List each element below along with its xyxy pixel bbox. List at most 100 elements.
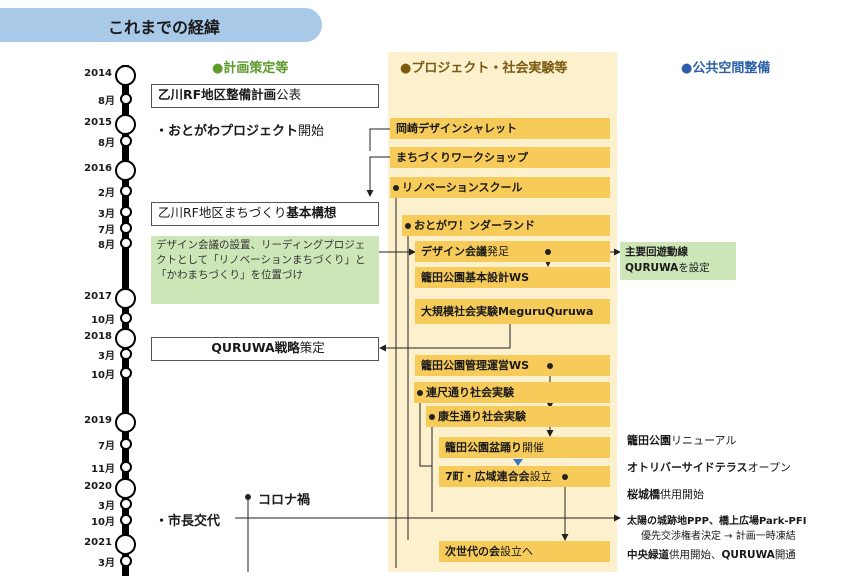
project-hatta-kihon-sekkei: 籠田公園基本設計WS [415,267,610,288]
public-riverside-terrace: オトリバーサイドテラスオープン [627,459,791,475]
plan-kihon-pre: 乙川RF地区まちづくり [158,205,287,220]
project-7machi-rengokai: 7町・広域連合会設立 [439,466,610,487]
nanamachi-rest: 設立 [529,470,552,483]
public-hatta-renewal: 籠田公園リニューアル [627,432,736,448]
ppp-sub: 優先交渉権者決定 → 計画一時凍結 [641,531,796,542]
riverside-rest: オープン [747,461,791,474]
plan-box-seibi-keikaku: 乙川RF地区整備計画公表 [151,84,379,108]
corona-dot [245,494,251,500]
timeline-label-9: 2017 [84,291,112,302]
timeline-label-7: 7月 [98,225,115,236]
route-bold: QURUWA [625,262,679,274]
timeline-marker-18 [119,498,132,510]
renjaku-dot [417,390,423,396]
project-jisedai-no-kai: 次世代の会設立へ [439,541,610,562]
ppp-bold: 太陽の城跡地PPP、橋上広場Park-PFI [627,516,807,527]
wonderland-dot [405,223,411,229]
plan-mayor-change: ・市長交代 [155,514,221,529]
renovation-dot [393,185,399,191]
public-ppp-parkpfi: 太陽の城跡地PPP、橋上広場Park-PFI 優先交渉権者決定 → 計画一時凍結 [627,512,806,542]
sakurashiro-bold: 桜城橋 [627,488,660,501]
hatta-renewal-bold: 籠田公園 [627,434,671,447]
route-line1: 主要回遊動線 [625,246,688,258]
project-kosei-dori: 康生通り社会実験 [426,406,610,427]
jisedai-rest: 設立へ [500,545,533,558]
project-meguru-quruwa: 大規模社会実験MeguruQuruwa [415,299,610,324]
timeline-marker-9 [115,287,136,309]
timeline-label-21: 3月 [98,558,115,569]
chuo-rest: 開通 [774,549,796,561]
public-sakurashiro-bridge: 桜城橋供用開始 [627,486,704,502]
design-kaigi-rest: 発足 [487,245,509,258]
hatta-renewal-rest: リニューアル [671,434,737,447]
timeline-marker-6 [119,206,132,218]
kosei-label: 康生通り社会実験 [438,410,526,423]
timeline-label-4: 2016 [84,163,112,174]
timeline-marker-14 [115,411,136,433]
riverside-bold: オトリバーサイドテラス [627,461,748,474]
timeline-label-15: 7月 [98,441,115,452]
renjaku-label: 連尺通り社会実験 [426,386,514,399]
plan-note-design-kaigi: デザイン会議の設置、リーディングプロジェクトとして「リノベーションまちづくり」と… [151,236,379,304]
project-hatta-kanri-unei: 籠田公園管理運営WS [415,355,610,376]
timeline-label-18: 3月 [98,501,115,512]
hatta-manage-dot [547,363,553,369]
project-renjaku-dori: 連尺通り社会実験 [414,382,610,403]
plan-otogawa-rest: 開始 [298,124,325,139]
project-renovation-school: リノベーションスクール [390,177,610,198]
plan-quruwa-rest: 策定 [299,340,325,355]
timeline-label-19: 10月 [91,517,115,528]
project-otogawa-wonderland: おとがワ！ンダーランド [402,215,610,236]
timeline-label-0: 2014 [84,68,112,79]
timeline-marker-17 [115,477,136,499]
header-banner [0,8,322,42]
renovation-label: リノベーションスクール [402,181,523,194]
timeline-label-12: 3月 [98,351,115,362]
design-kaigi-bold: デザイン会議 [421,245,487,258]
timeline-marker-19 [119,514,132,526]
plan-box-quruwa-senryaku: QURUWA戦略策定 [151,337,379,361]
project-okazaki-charrette: 岡崎デザインシャレット [390,118,610,139]
plan-quruwa-bold: QURUWA戦略 [211,340,300,355]
chuo-bold: 中央緑道 [627,549,669,561]
jisedai-bold: 次世代の会 [445,545,500,558]
timeline-marker-11 [115,327,136,349]
timeline-label-6: 3月 [98,209,115,220]
plan-box-seibi-keikaku-rest: 公表 [276,87,302,102]
column-header-public: ●公共空間整備 [681,61,771,76]
chuo-mid: 供用開始、 [669,549,722,561]
timeline-marker-21 [119,555,132,567]
timeline-label-17: 2020 [84,481,112,492]
timeline-label-5: 2月 [98,188,115,199]
timeline-marker-0 [115,64,136,86]
public-quruwa-route: 主要回遊動線 QURUWAを設定 [620,242,736,280]
project-design-kaigi: デザイン会議発足 [415,241,610,262]
timeline-label-11: 2018 [84,331,112,342]
bonodori-bold: 籠田公園盆踊り [445,441,522,454]
timeline-marker-20 [115,533,136,555]
timeline-marker-4 [115,159,136,181]
column-header-plan: ●計画策定等 [212,61,289,76]
bonodori-rest: 開催 [522,441,544,454]
timeline-marker-1 [119,93,132,105]
timeline-marker-10 [119,312,132,324]
timeline-marker-7 [119,222,132,234]
timeline-marker-5 [119,185,132,197]
timeline-label-16: 11月 [91,464,115,475]
route-rest: を設定 [678,262,710,274]
plan-otogawa-project: ・おとがわプロジェクト開始 [155,120,324,139]
timeline-marker-12 [119,348,132,360]
nanamachi-dot [562,474,568,480]
public-chuo-ryokudo: 中央緑道供用開始、QURUWA開通 [627,547,796,562]
sakurashiro-rest: 供用開始 [660,488,704,501]
page-title: これまでの経緯 [108,18,221,37]
timeline-label-20: 2021 [84,537,112,548]
project-machizukuri-workshop: まちづくりワークショップ [390,147,610,168]
timeline-marker-16 [119,461,132,473]
timeline-label-8: 8月 [98,240,115,251]
timeline-marker-15 [119,438,132,450]
plan-box-kihon-kousou: 乙川RF地区まちづくり基本構想 [151,202,379,226]
plan-kihon-bold: 基本構想 [286,205,337,220]
plan-box-seibi-keikaku-bold: 乙川RF地区整備計画 [158,87,277,102]
column-header-project: ●プロジェクト・社会実験等 [400,61,568,76]
